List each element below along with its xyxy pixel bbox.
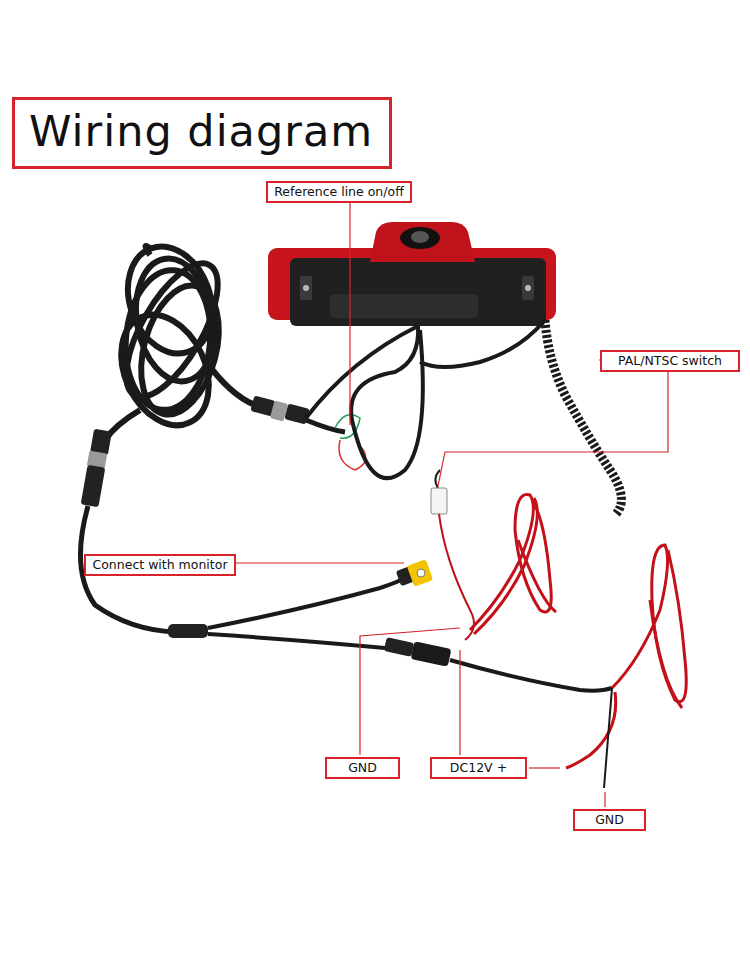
aviation-connector: [250, 395, 309, 424]
brake-light-camera: [268, 222, 556, 326]
callout-box: GND: [573, 809, 646, 831]
callout-box: Reference line on/off: [266, 181, 412, 203]
callout-box: GND: [325, 757, 400, 779]
callout-label: PAL/NTSC switch: [608, 353, 732, 369]
red-wire: [566, 545, 686, 788]
callout-box: Connect with monitor: [84, 554, 236, 576]
switch-connector: [431, 488, 447, 514]
title-box: Wiring diagram: [12, 97, 392, 169]
callout-box: DC12V +: [430, 757, 527, 779]
leader-line: [229, 202, 668, 807]
title-text: Wiring diagram: [29, 106, 373, 156]
callout-label: Reference line on/off: [274, 184, 404, 200]
dc-jack: [384, 637, 452, 667]
callout-box: PAL/NTSC switch: [600, 350, 740, 372]
cable-coil: [104, 235, 235, 440]
callout-label: DC12V +: [438, 760, 519, 776]
callout-label: Connect with monitor: [92, 557, 228, 573]
callout-label: GND: [333, 760, 392, 776]
callout-label: GND: [581, 812, 638, 828]
aviation-connector: [81, 429, 112, 508]
red-wire: [470, 494, 556, 634]
cable-splitter: [168, 624, 208, 638]
